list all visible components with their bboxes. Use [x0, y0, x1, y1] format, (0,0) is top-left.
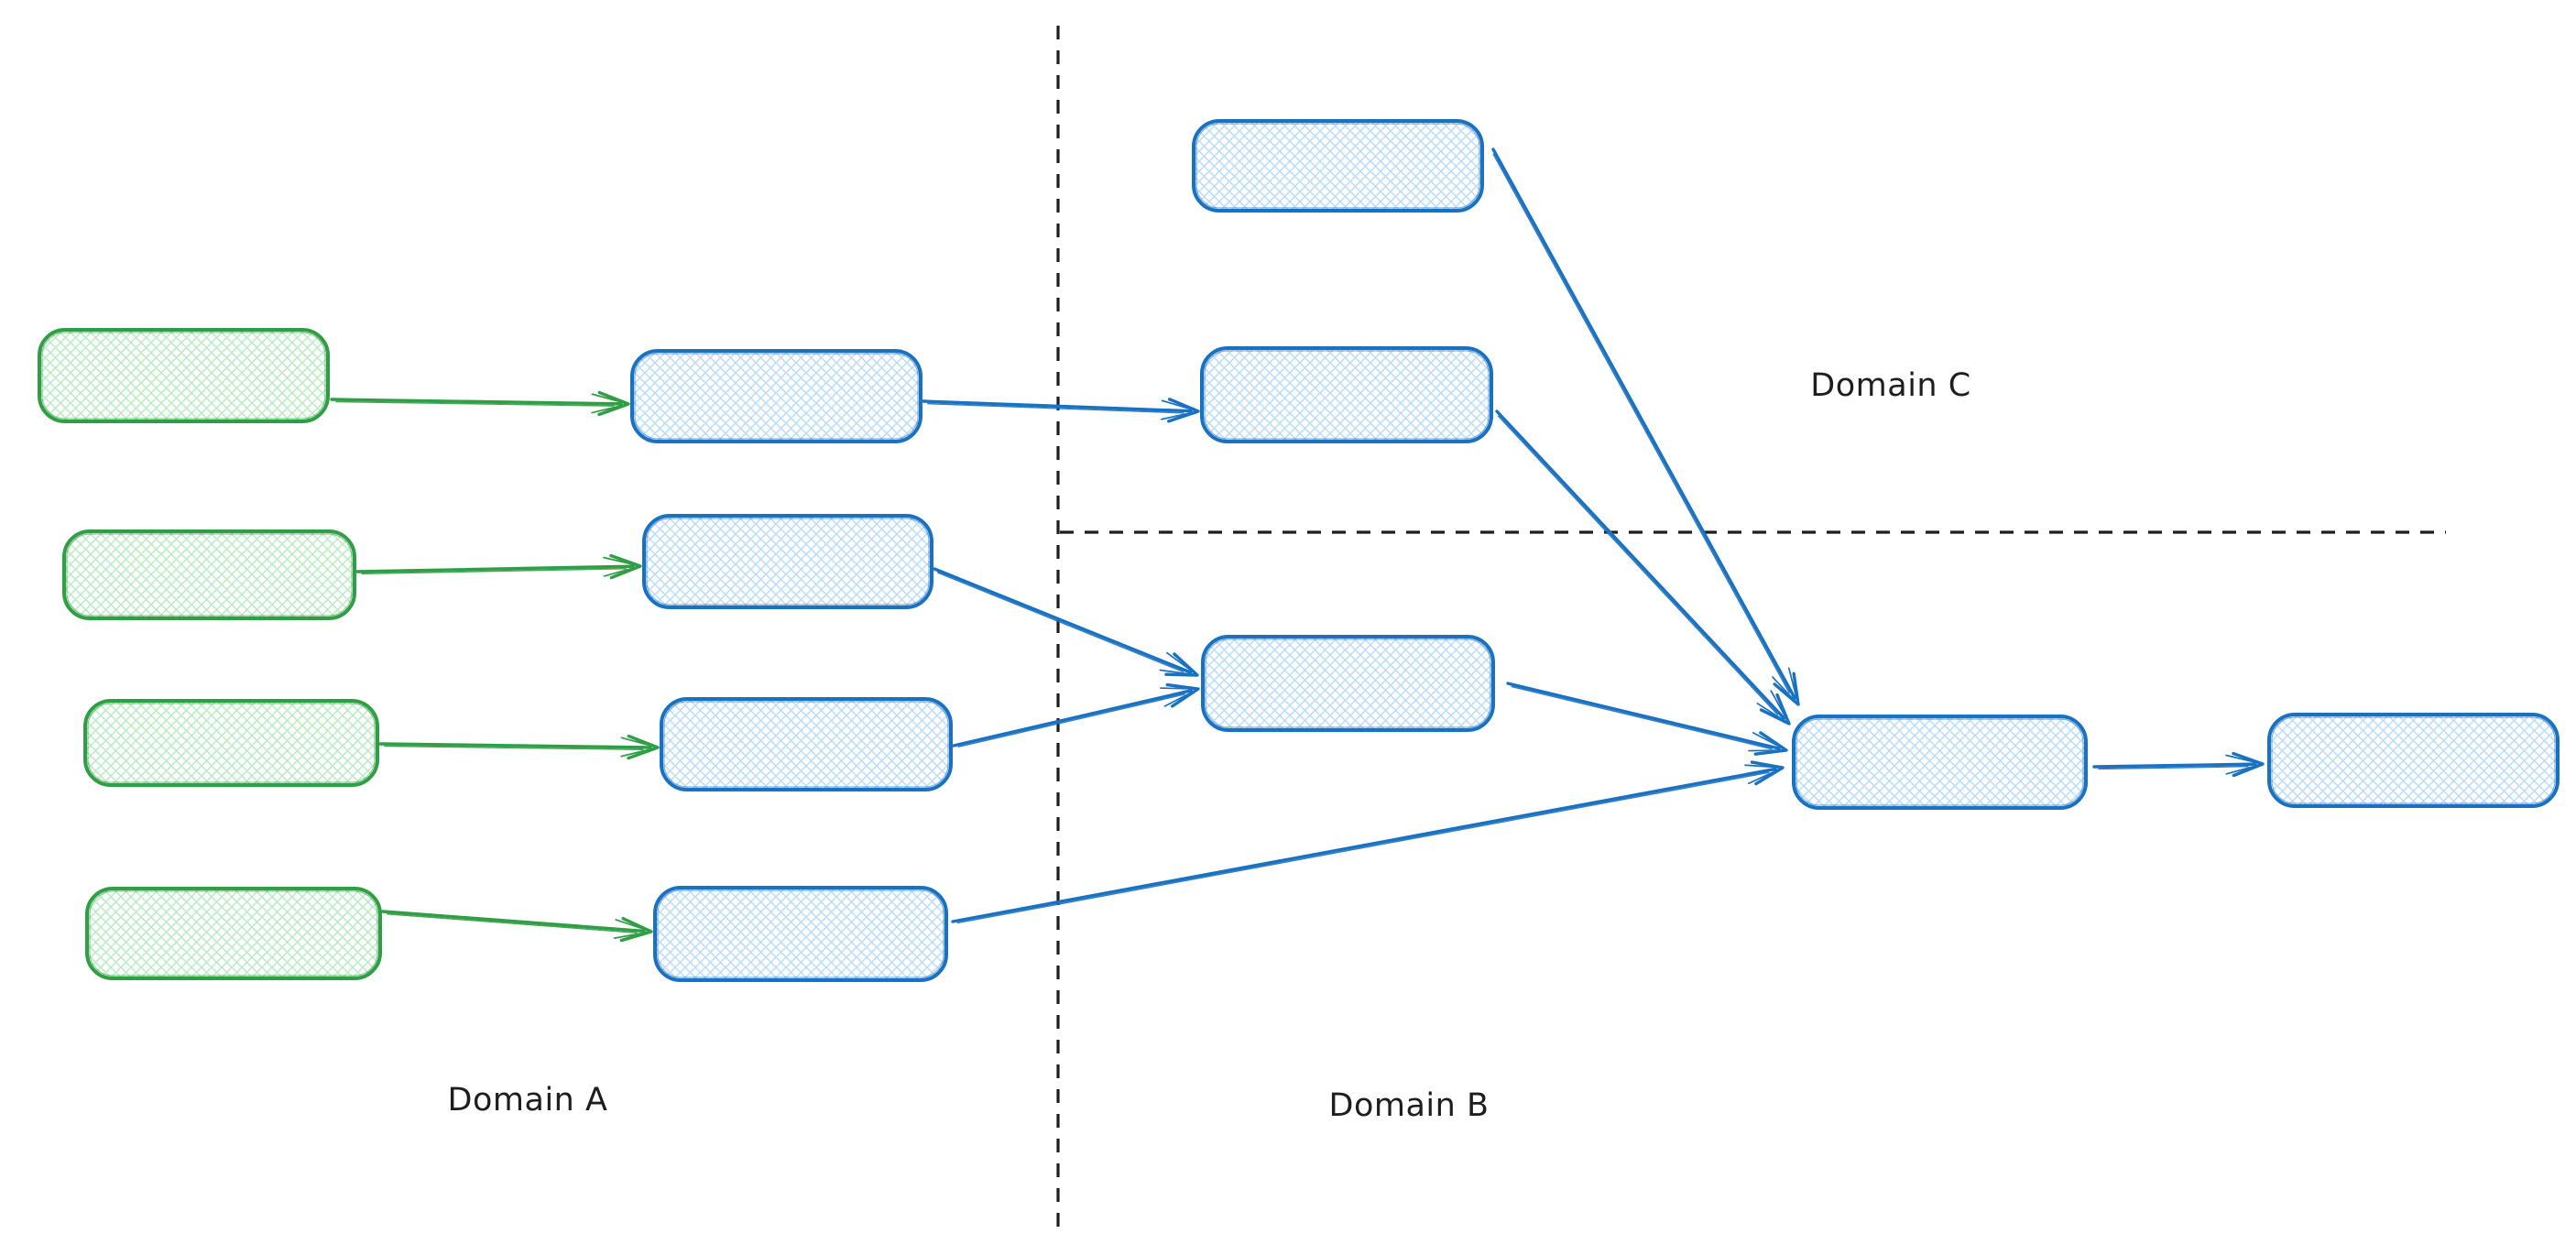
domain-a-label: Domain A	[448, 1082, 608, 1119]
node-b-hub-shape	[1792, 715, 2088, 810]
arrow-a-step-1-to-c-mid	[922, 398, 1200, 423]
node-a-step-3-shape	[660, 697, 953, 791]
arrow-c-mid-to-b-hub	[1495, 409, 1791, 726]
node-a-source-1-shape	[38, 328, 330, 423]
node-a-step-2-shape	[642, 514, 933, 609]
arrow-a-source-1-to-a-step-1	[330, 390, 630, 417]
node-a-step-1-shape	[630, 349, 922, 443]
node-c-top	[1192, 119, 1484, 213]
node-c-mid-shape	[1200, 346, 1493, 443]
node-a-step-2	[642, 514, 933, 609]
arrow-a-step-3-to-b-merge	[952, 682, 1200, 748]
node-b-output	[2267, 713, 2560, 808]
node-a-source-1	[38, 328, 330, 423]
node-a-step-1	[630, 349, 922, 443]
domain-b-label: Domain B	[1329, 1087, 1490, 1124]
node-c-top-shape	[1192, 119, 1484, 213]
node-a-source-2-shape	[62, 529, 356, 620]
node-b-merge-shape	[1201, 635, 1495, 732]
node-a-step-4	[653, 886, 948, 982]
node-a-step-3	[660, 697, 953, 791]
arrow-a-source-2-to-a-step-2	[355, 553, 642, 580]
arrow-b-hub-to-b-output	[2092, 751, 2265, 778]
arrow-a-step-2-to-b-merge	[933, 567, 1199, 677]
arrow-b-merge-to-b-hub	[1506, 682, 1788, 756]
node-a-source-4-shape	[85, 887, 382, 980]
node-a-source-2	[62, 529, 356, 620]
node-b-merge	[1201, 635, 1495, 732]
node-c-mid	[1200, 346, 1493, 443]
node-a-source-3-shape	[83, 699, 379, 787]
node-a-step-4-shape	[653, 886, 948, 982]
domain-c-label: Domain C	[1810, 367, 1970, 404]
arrow-a-source-3-to-a-step-3	[378, 734, 660, 760]
node-a-source-3	[83, 699, 379, 787]
arrow-a-step-4-to-b-hub	[951, 760, 1785, 924]
node-b-hub	[1792, 715, 2088, 810]
arrow-a-source-4-to-a-step-4	[381, 910, 653, 943]
node-a-source-4	[85, 887, 382, 980]
arrow-c-top-to-b-hub	[1491, 147, 1800, 706]
node-b-output-shape	[2267, 713, 2560, 808]
